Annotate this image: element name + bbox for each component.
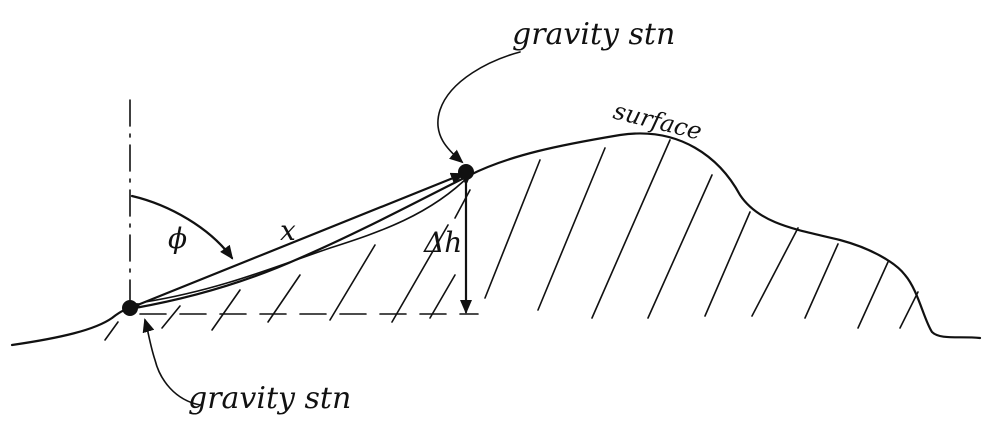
surface-label: surface [611, 97, 705, 146]
gravity-station-top-label: gravity stn [512, 17, 675, 52]
gravity-station-bottom-dot [122, 300, 138, 316]
hatch-line [161, 305, 181, 329]
hatch-line [647, 174, 713, 319]
gravity-station-bottom-label: gravity stn [188, 381, 351, 416]
leader-arrow-bottom [142, 318, 201, 406]
hatch-line [899, 291, 919, 329]
hatch-line [429, 274, 456, 319]
hatch-line [104, 321, 119, 341]
hatch-line [857, 261, 889, 329]
hatch-line [211, 289, 241, 331]
hatch-line [267, 274, 301, 323]
hatch-line [329, 244, 376, 321]
leader-arrow-top [437, 51, 521, 164]
angle-arc [130, 194, 234, 260]
hatch-line [704, 211, 751, 317]
hatch-line [591, 139, 671, 319]
hatch-line [751, 227, 799, 317]
hatch-line [454, 189, 471, 219]
distance-arrow [126, 172, 465, 315]
height-difference-label: Δh [423, 226, 462, 259]
distance-x-label: x [280, 214, 296, 247]
angle-phi-label: ϕ [168, 222, 187, 255]
hatch-line [484, 159, 541, 299]
hatch-line [537, 147, 606, 311]
hatch-line [804, 243, 839, 319]
gravity-station-top-dot [458, 164, 474, 180]
terrain-hatching [104, 139, 919, 341]
